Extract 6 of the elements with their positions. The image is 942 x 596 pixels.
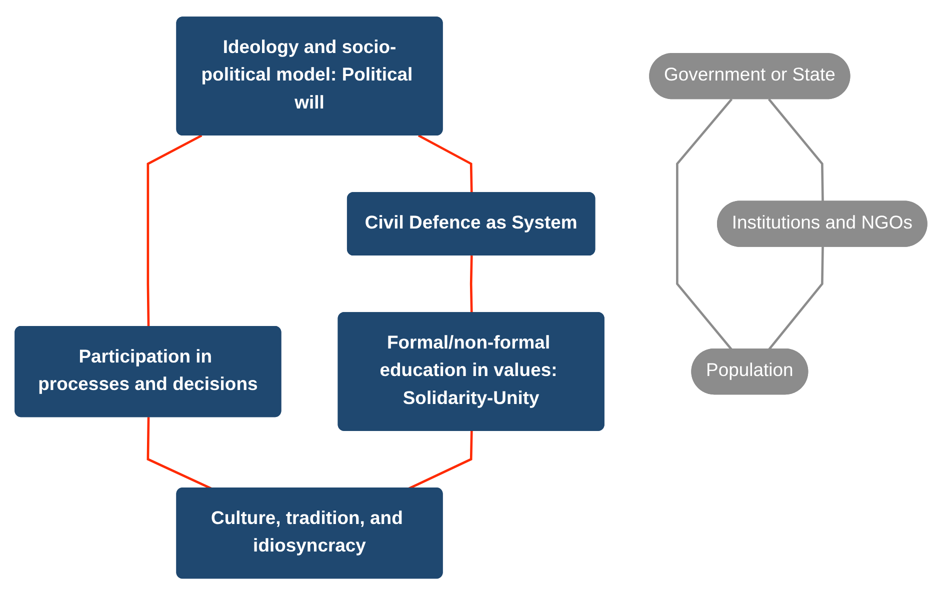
connector [768, 98, 824, 202]
connector [146, 134, 202, 328]
connector [470, 256, 473, 314]
connector [676, 98, 733, 351]
connector [418, 134, 473, 194]
connector [768, 247, 824, 351]
